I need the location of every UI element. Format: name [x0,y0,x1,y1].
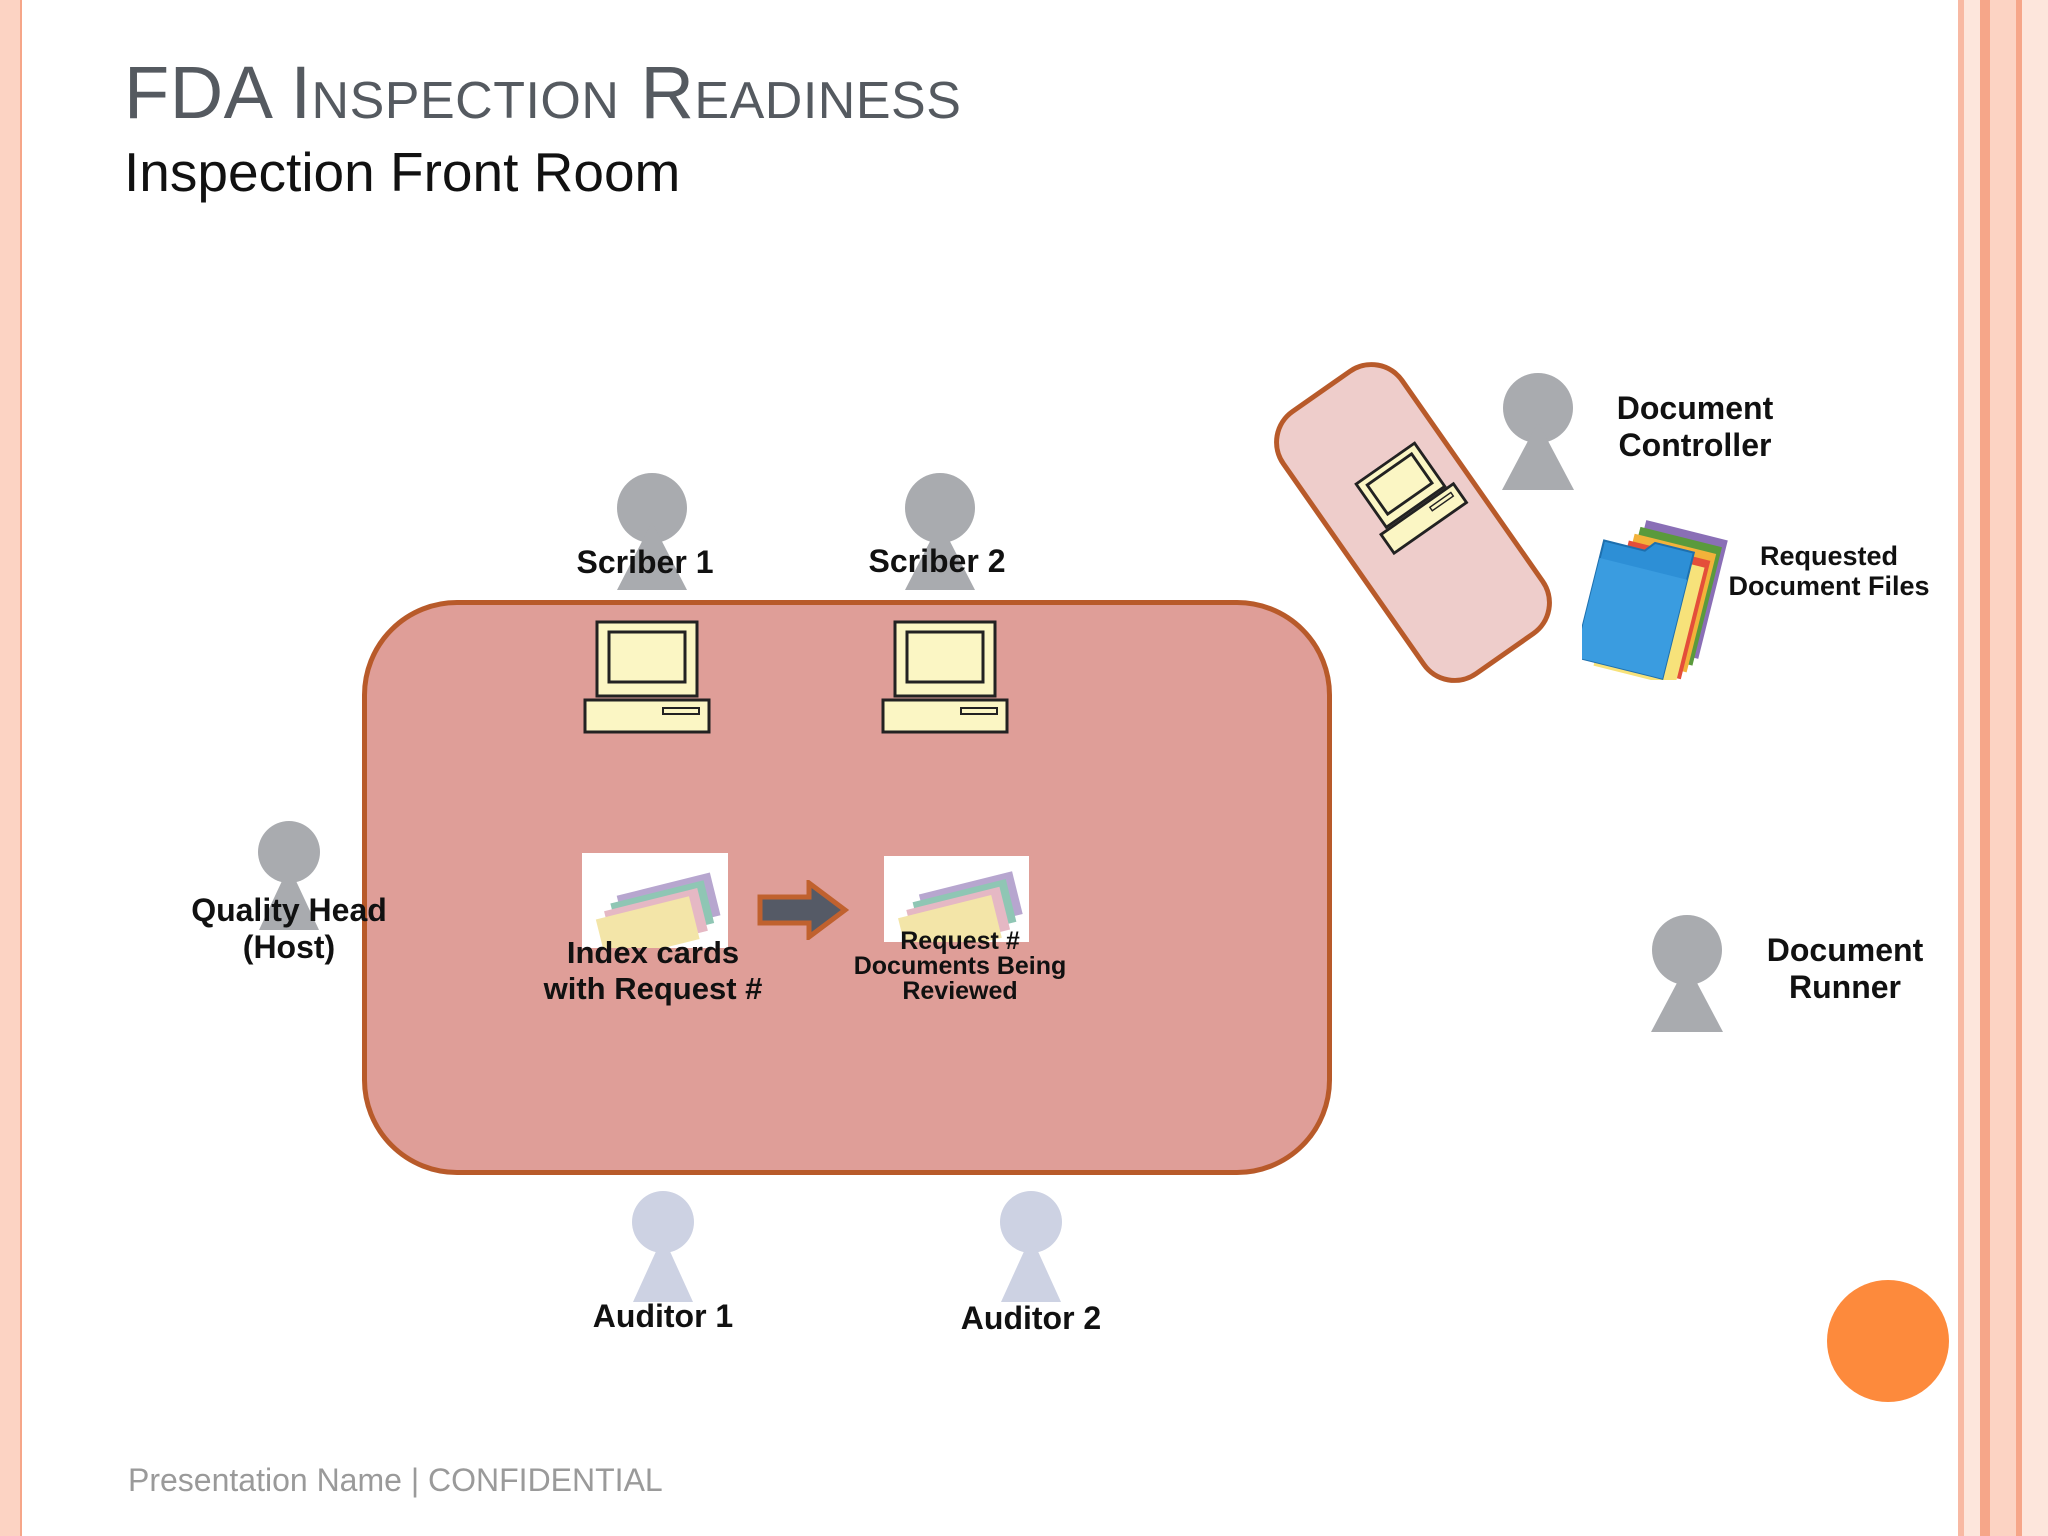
requested-files-label: Requested Document Files [1714,541,1944,601]
scriber-2-person-icon [905,473,975,590]
request-documents-image [884,856,1029,942]
document-controller-person-icon [1502,373,1574,490]
document-controller-label-line1: Document [1616,390,1774,426]
index-cards-image [582,853,728,948]
scriber-2-label: Scriber 2 [868,543,1006,579]
scriber-1-person-icon [617,473,687,590]
document-runner-person-icon [1651,915,1723,1032]
request-documents-label-line3: Reviewed [902,977,1018,1005]
scriber-1-computer-icon [583,620,711,734]
auditor-1-label: Auditor 1 [592,1298,734,1334]
scriber-2-computer-icon [881,620,1009,734]
index-cards-label-line1: Index cards [566,935,740,970]
quality-head-label: Quality Head (Host) [174,892,404,966]
slide-subtitle: Inspection Front Room [124,141,681,203]
requested-files-label-line2: Document Files [1728,570,1930,601]
document-controller-label: Document Controller [1580,390,1810,464]
index-cards-label-line2: with Request # [543,970,763,1006]
document-controller-computer-icon [1354,441,1469,556]
left-border-decoration [0,0,22,1536]
document-runner-label-line2: Runner [1789,968,1901,1005]
auditor-1-person-icon [632,1191,694,1302]
right-border-decoration [1958,0,2048,1536]
flow-arrow-icon [757,880,849,940]
document-runner-label: Document Runner [1730,932,1960,1006]
slide-footer: Presentation Name | CONFIDENTIAL [128,1462,663,1498]
slide-title: FDA Inspection Readiness [124,51,962,134]
folders-icon [1582,520,1728,680]
index-cards-label: Index cards with Request # [533,935,773,1006]
requested-files-label-line1: Requested [1759,541,1899,571]
conference-table [362,600,1332,1175]
auditor-2-person-icon [1000,1191,1062,1302]
quality-head-label-line1: Quality Head [191,892,387,928]
document-controller-label-line2: Controller [1618,426,1772,463]
quality-head-label-line2: (Host) [242,928,336,965]
auditor-2-label: Auditor 2 [960,1300,1102,1336]
document-runner-label-line1: Document [1766,932,1924,968]
quality-head-person-icon [258,821,320,930]
request-documents-label-line1: Request # [900,927,1020,955]
request-documents-label: Request # Documents Being Reviewed [842,929,1078,1004]
accent-circle [1827,1280,1949,1402]
scriber-1-label: Scriber 1 [576,544,714,580]
request-documents-label-line2: Documents Being [853,952,1067,980]
